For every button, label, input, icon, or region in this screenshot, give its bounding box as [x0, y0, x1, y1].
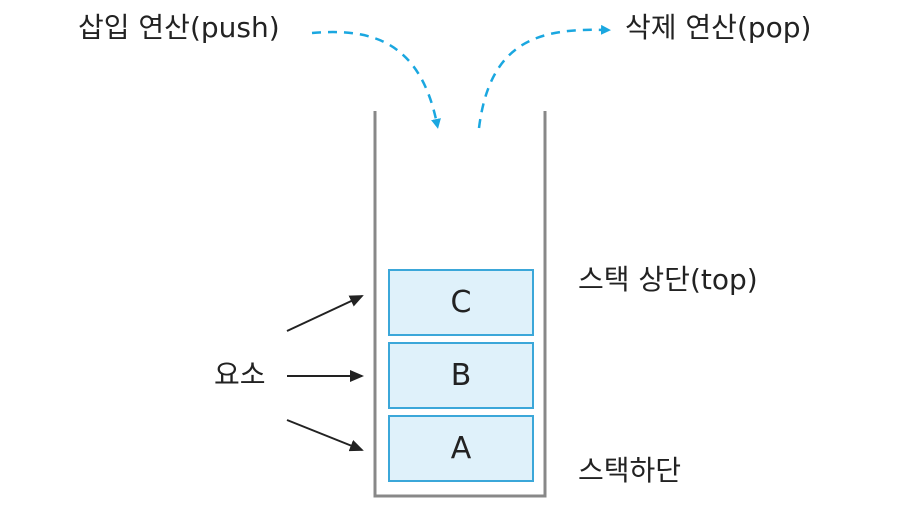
stack-cell-text: A	[450, 431, 472, 466]
element-arrow-c	[286, 295, 364, 332]
stack-cell-c: C	[388, 269, 534, 336]
pop-arrow	[477, 24, 611, 129]
stack-cell-text: B	[450, 358, 472, 393]
push-operation-label: 삽입 연산(push)	[78, 11, 280, 44]
stack-top-label: 스택 상단(top)	[578, 263, 758, 296]
stack-cell-b: B	[388, 342, 534, 409]
element-label: 요소	[214, 358, 266, 391]
stack-cell-a: A	[388, 415, 534, 482]
push-arrow	[311, 30, 441, 129]
stack-bottom-label: 스택하단	[578, 454, 682, 487]
stack-cell-text: C	[450, 285, 472, 320]
element-arrow-a	[286, 419, 364, 452]
stack-container	[373, 111, 547, 498]
pop-operation-label: 삭제 연산(pop)	[625, 11, 812, 44]
